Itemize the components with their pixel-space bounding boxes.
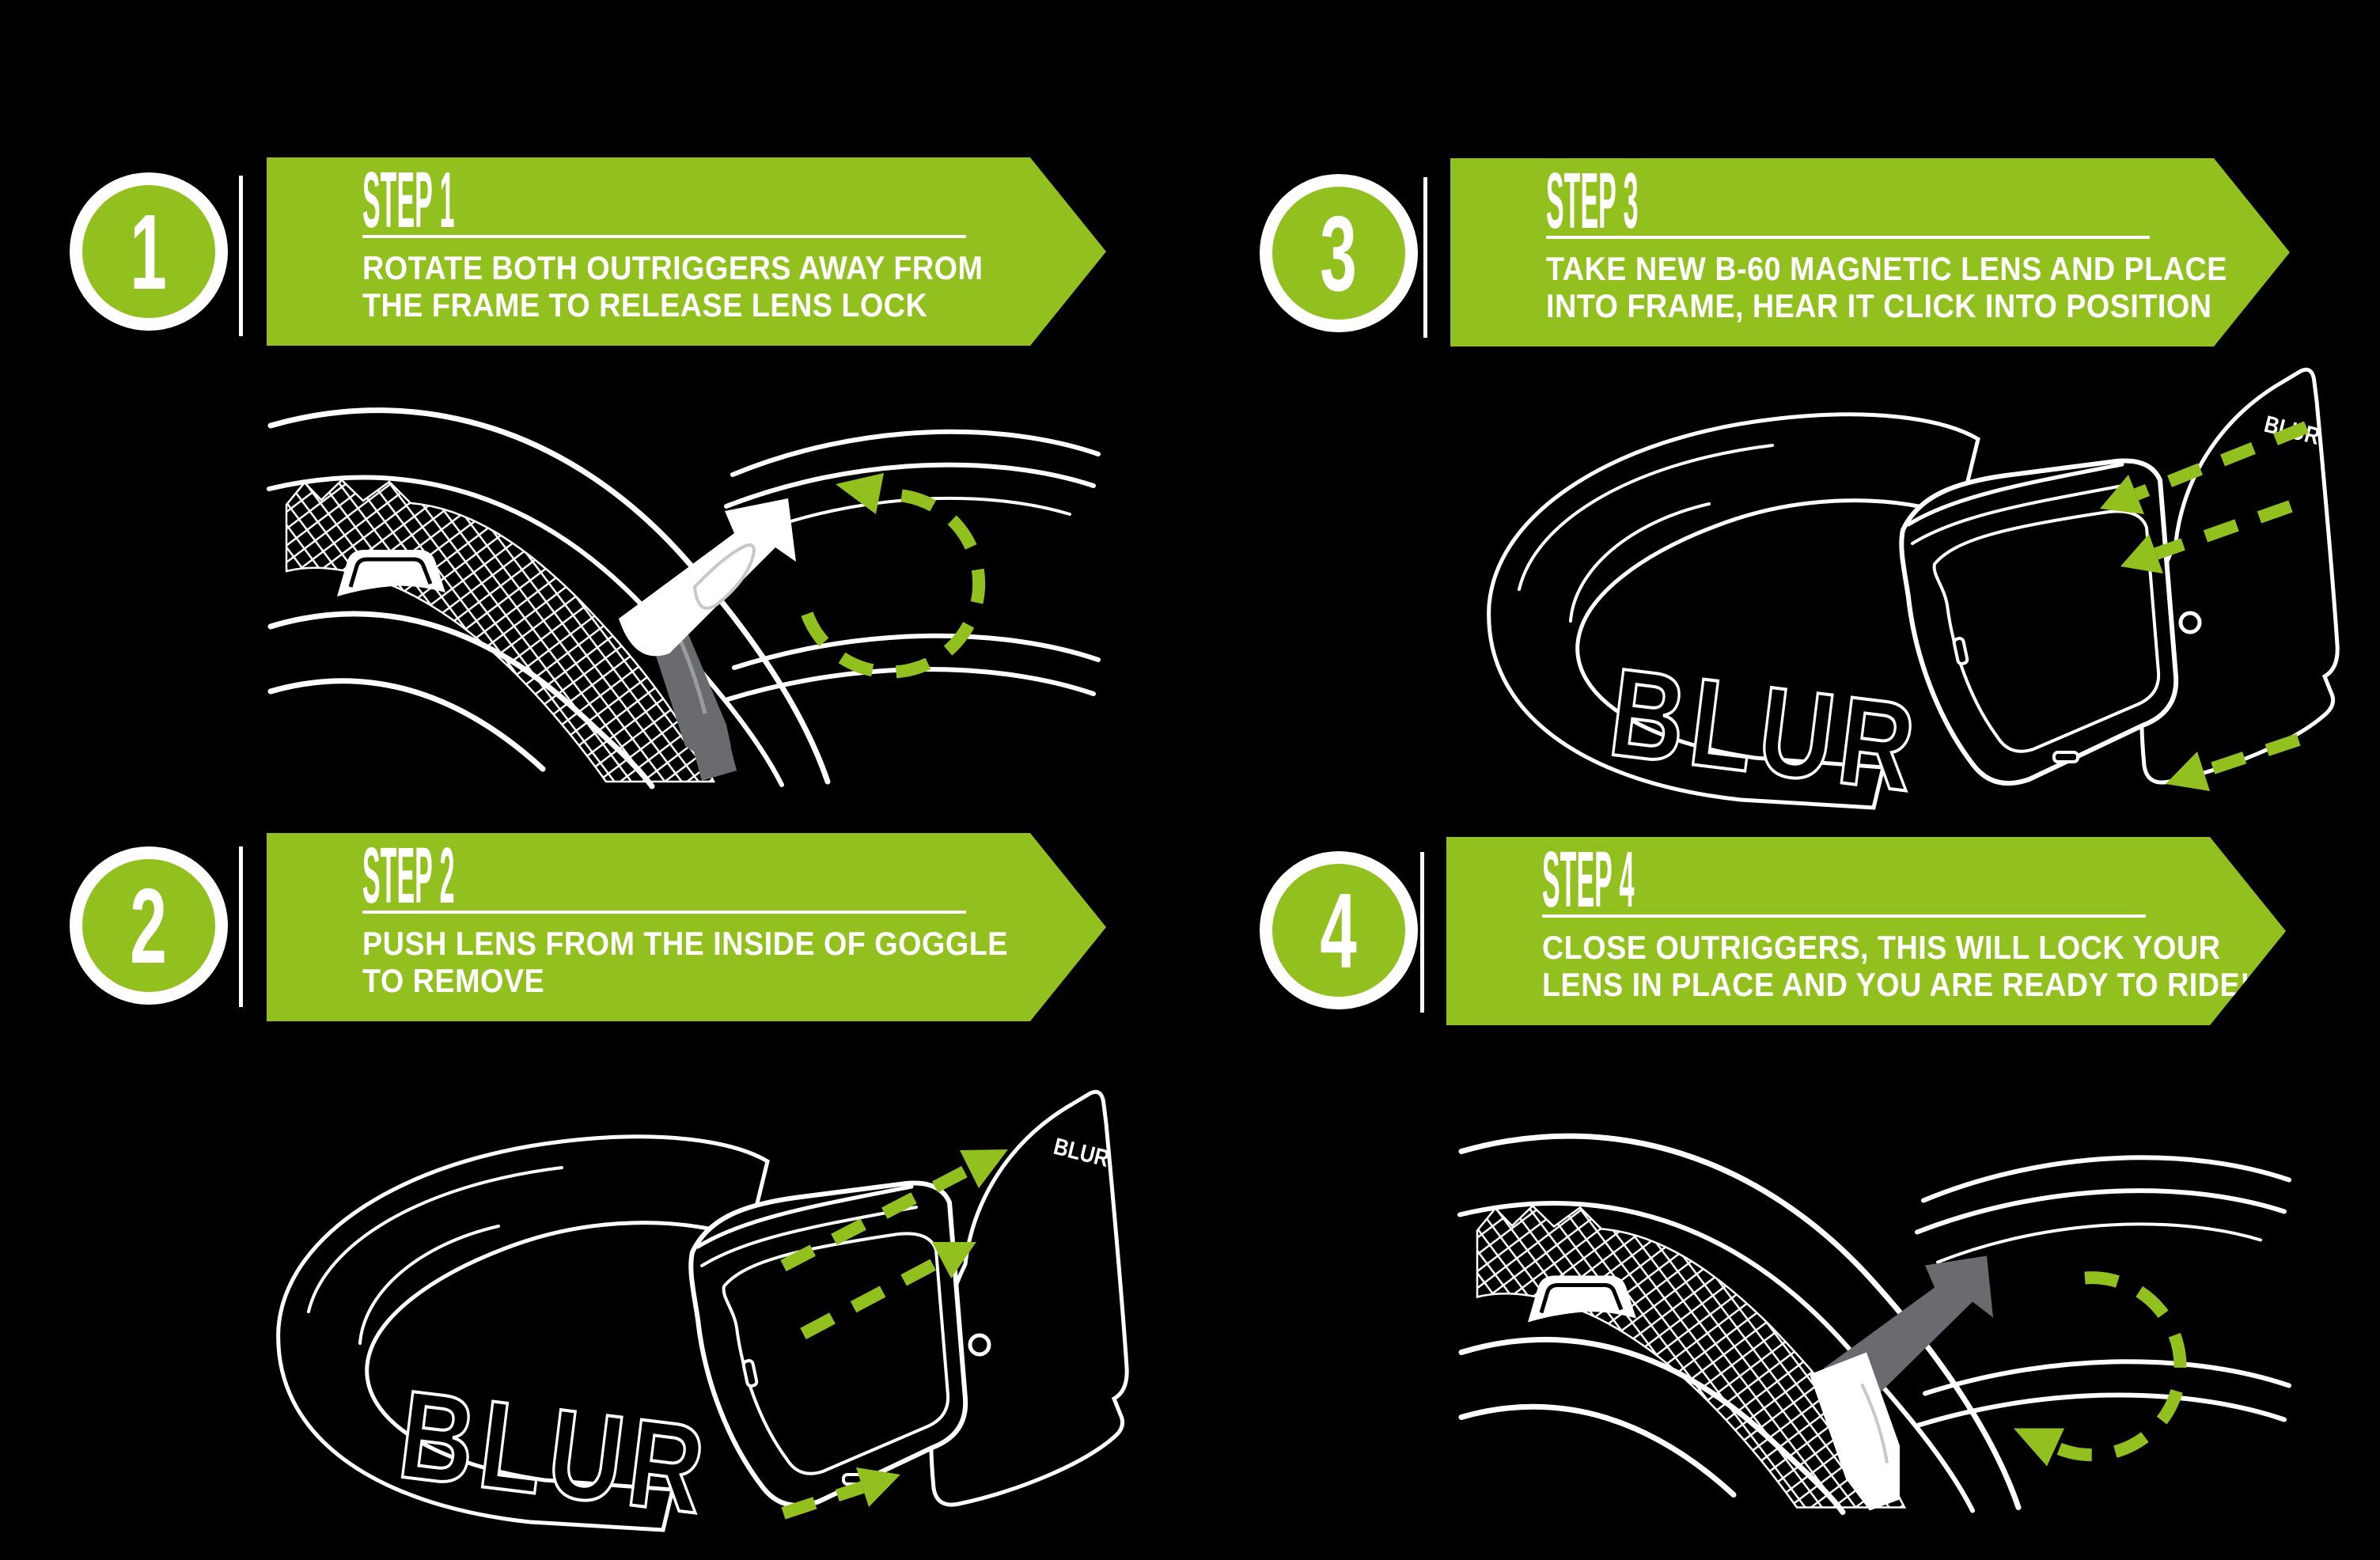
separator-line [1423,177,1427,338]
outrigger-lever-closed [1810,1255,1993,1511]
outrigger-lever-open [619,498,796,781]
step-1-number: 1 [130,191,168,312]
separator-line [1420,852,1424,1013]
step-4-number-badge: 4 [1260,851,1418,1009]
rotate-counterclockwise-dashed-arrow-icon [801,473,986,679]
step-4-banner: STEP 4 CLOSE OUTRIGGERS, THIS WILL LOCK … [1446,837,2286,1025]
step-1-text-line1: ROTATE BOTH OUTRIGGERS AWAY FROM [362,249,983,286]
step-4-title: STEP 4 [1542,835,1635,924]
step-4-number: 4 [1320,870,1358,990]
step-1-title: STEP 1 [362,156,455,244]
step-4-text-line2: LENS IN PLACE AND YOU ARE READY TO RIDE! [1542,966,2251,1003]
separator-line [239,176,243,336]
step-2-text-line1: PUSH LENS FROM THE INSIDE OF GOGGLE [362,925,1008,962]
title-underline [362,911,966,914]
separator-line [239,846,243,1007]
dashed-arrows-inward-icon [2100,421,2309,791]
step-2-title: STEP 2 [362,831,455,920]
step-4-illustration-outrigger-closed [1452,1096,2299,1523]
step-3-number: 3 [1320,193,1358,313]
step-2-text-line2: TO REMOVE [362,962,545,999]
step-1-illustration-outrigger-open [261,380,1108,787]
rotate-clockwise-dashed-arrow-icon [2014,1271,2187,1467]
step-4-text-line1: CLOSE OUTRIGGERS, THIS WILL LOCK YOUR [1542,929,2221,966]
step-3-illustration-lens-insert [1440,360,2342,815]
step-3-banner: STEP 3 TAKE NEW B-60 MAGNETIC LENS AND P… [1450,158,2290,346]
title-underline [1542,914,2146,918]
step-1-text-line2: THE FRAME TO RELEASE LENS LOCK [362,286,928,324]
title-underline [362,235,966,238]
step-2-banner: STEP 2 PUSH LENS FROM THE INSIDE OF GOGG… [267,833,1106,1021]
step-2-illustration-lens-remove [229,1082,1131,1537]
step-2-number: 2 [130,865,168,986]
step-3-text-line1: TAKE NEW B-60 MAGNETIC LENS AND PLACE [1546,250,2227,287]
step-3-title: STEP 3 [1546,157,1639,245]
dashed-arrows-outward-icon [780,1149,1008,1520]
title-underline [1546,236,2150,239]
step-3-text-line2: INTO FRAME, HEAR IT CLICK INTO POSITION [1546,287,2212,324]
step-1-banner: STEP 1 ROTATE BOTH OUTRIGGERS AWAY FROM … [267,157,1106,346]
